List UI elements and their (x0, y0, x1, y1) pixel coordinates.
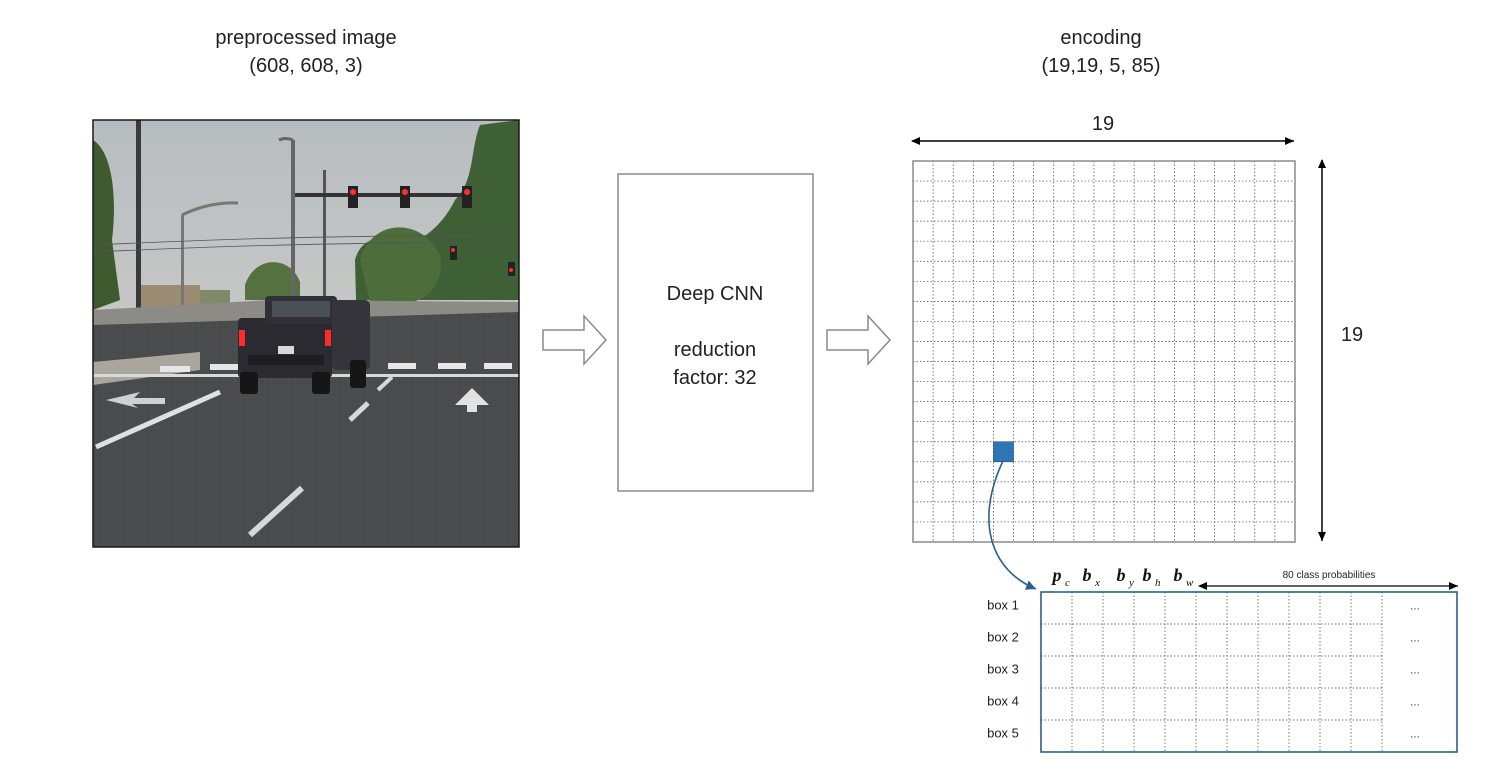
highlighted-grid-cell (993, 441, 1014, 463)
input-title: preprocessed image (215, 27, 396, 49)
cnn-factor-label: factor: 32 (673, 367, 756, 389)
cell-detail-grid (1041, 592, 1383, 752)
box-label: box 2 (987, 630, 1019, 645)
flow-arrow-1 (542, 314, 608, 366)
cnn-reduction-label: reduction (674, 339, 756, 361)
row-ellipsis: ... (1410, 663, 1420, 677)
vector-label-sub: h (1155, 577, 1161, 589)
box-label: box 4 (987, 694, 1019, 709)
cell-detail-link-arrow (988, 460, 1037, 590)
grid-height-label: 19 (1341, 324, 1363, 346)
street-photo-icon (92, 119, 520, 548)
row-ellipsis: ... (1410, 727, 1420, 741)
input-shape: (608, 608, 3) (249, 55, 362, 77)
box-label: box 1 (987, 598, 1019, 613)
class-prob-label: 80 class probabilities (1283, 570, 1376, 581)
encoding-shape: (19,19, 5, 85) (1042, 55, 1161, 77)
vector-label-main: b (1174, 565, 1183, 585)
vector-label-sub: x (1094, 577, 1100, 589)
cell-detail-border (1040, 591, 1458, 753)
row-ellipsis: ... (1410, 631, 1420, 645)
cnn-title: Deep CNN (667, 283, 764, 305)
grid-width-label: 19 (1092, 113, 1114, 135)
vector-label-main: b (1143, 565, 1152, 585)
vector-label-sub: c (1065, 577, 1070, 589)
vector-label-main: p (1051, 565, 1062, 585)
vector-label-main: b (1083, 565, 1092, 585)
cnn-box (617, 173, 814, 492)
encoding-grid (913, 161, 1295, 542)
encoding-grid-border (912, 160, 1296, 543)
encoding-title: encoding (1060, 27, 1141, 49)
row-ellipsis: ... (1410, 695, 1420, 709)
box-label: box 5 (987, 726, 1019, 741)
vector-label-sub: y (1128, 577, 1134, 589)
vector-label-sub: w (1186, 577, 1194, 589)
box-label: box 3 (987, 662, 1019, 677)
row-ellipsis: ... (1410, 599, 1420, 613)
box-labels: box 1... box 2... box 3... box 4... box 5... (987, 598, 1420, 741)
vector-label-main: b (1117, 565, 1126, 585)
flow-arrow-2 (826, 314, 892, 366)
